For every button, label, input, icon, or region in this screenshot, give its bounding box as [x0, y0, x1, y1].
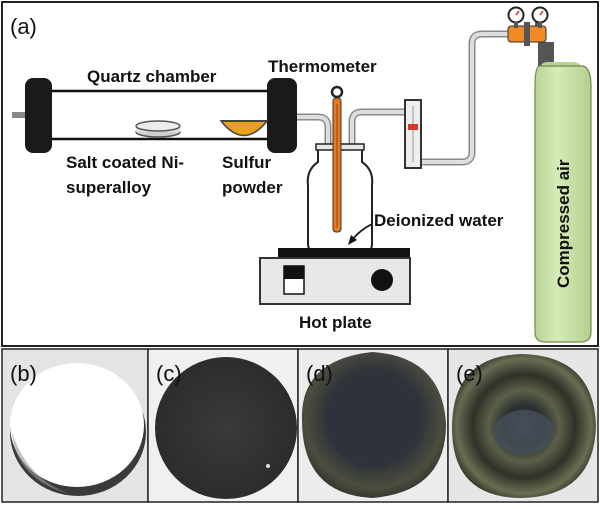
- salt-label-line1: Salt coated Ni-: [66, 153, 184, 172]
- photo-e: [447, 348, 599, 503]
- panel-a-letter: (a): [10, 14, 37, 39]
- salt-label-line2: superalloy: [66, 178, 152, 197]
- photo-d-letter: (d): [306, 361, 333, 386]
- photo-b-letter: (b): [10, 361, 37, 386]
- tubing-inlet: [348, 108, 408, 235]
- photo-c: [147, 348, 299, 503]
- photo-d: [297, 348, 449, 503]
- gas-cylinder: [532, 12, 592, 343]
- sulfur-label-line1: Sulfur: [222, 153, 271, 172]
- chamber-end-cap-left: [25, 78, 52, 153]
- deionized-water-label: Deionized water: [374, 211, 504, 230]
- photo-c-letter: (c): [156, 361, 182, 386]
- sulfur-boat: [219, 120, 269, 137]
- thermometer: [330, 85, 344, 233]
- thermometer-label: Thermometer: [268, 57, 377, 76]
- hot-plate-label: Hot plate: [299, 313, 372, 332]
- quartz-chamber: [12, 78, 297, 153]
- photo-b: [1, 348, 149, 503]
- salt-coated-sample: [135, 120, 181, 138]
- quartz-chamber-label: Quartz chamber: [87, 67, 217, 86]
- compressed-air-label: Compressed air: [554, 159, 573, 288]
- tubing-supply: [420, 30, 510, 166]
- flowmeter: [404, 99, 422, 169]
- hot-plate: [259, 248, 411, 305]
- regulator: [507, 6, 549, 46]
- photo-e-letter: (e): [456, 361, 483, 386]
- sulfur-label-line2: powder: [222, 178, 283, 197]
- chamber-end-cap-right: [267, 78, 297, 153]
- tubing-outlet: [297, 113, 332, 190]
